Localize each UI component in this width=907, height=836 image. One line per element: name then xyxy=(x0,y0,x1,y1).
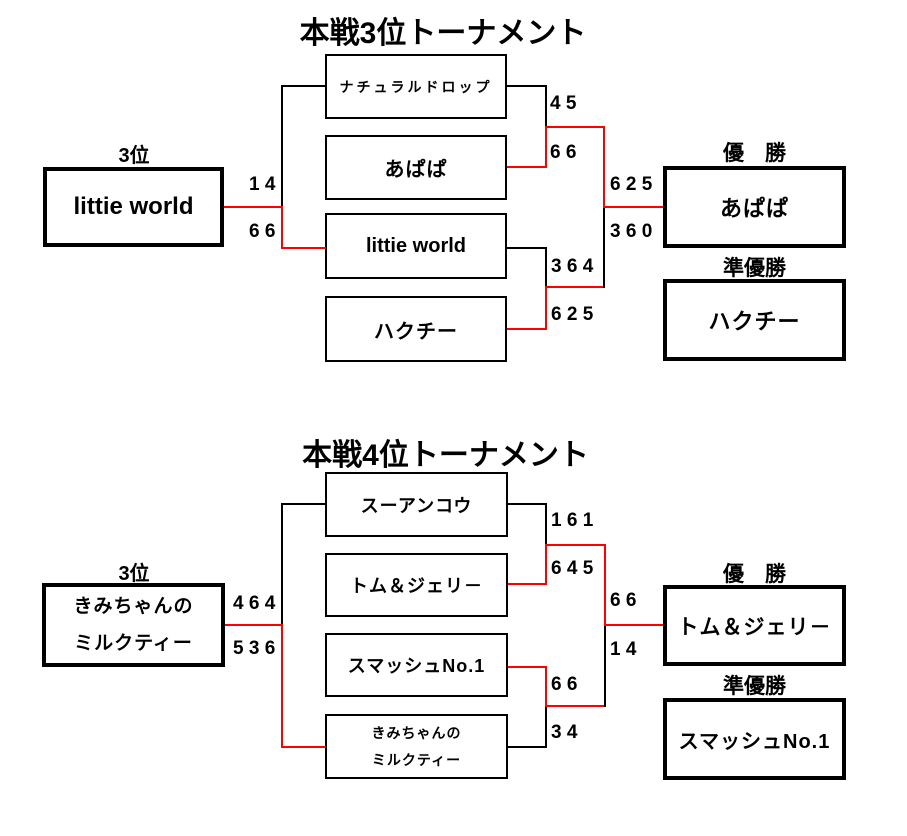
bracket3-slot3-team: littie world xyxy=(366,234,466,257)
bracket4-semi1-winner-segment xyxy=(545,544,547,585)
bracket3-semi2-exit-line xyxy=(545,286,605,288)
bracket3-semi1-bottom-stub xyxy=(507,166,547,168)
bracket3-semi1-exit-line xyxy=(545,126,605,128)
bracket4-semi1-exit-line xyxy=(545,544,606,546)
bracket4-slot1-box: スーアンコウ xyxy=(325,472,508,537)
bracket3-semi2-winner-segment xyxy=(545,286,547,330)
bracket4-semi2-score-bottom: 3 4 xyxy=(551,722,578,743)
bracket3-semi1-score-bottom: 6 6 xyxy=(550,142,577,163)
bracket4-entry-split-black xyxy=(281,503,283,625)
bracket4-seed-score-top: 4 6 4 xyxy=(233,593,276,614)
bracket4-final-score-top: 6 6 xyxy=(610,590,637,611)
bracket4-champion-box: トム＆ジェリ－ xyxy=(663,585,846,666)
bracket4-slot1-team: スーアンコウ xyxy=(360,495,473,516)
bracket3-semi2-score-top: 3 6 4 xyxy=(551,256,594,277)
bracket4-seed-rank-label: 3位 xyxy=(118,563,150,585)
bracket3-runnerup-team: ハクチー xyxy=(708,309,801,334)
bracket3-seed-score-top: 1 4 xyxy=(249,174,276,195)
bracket3-final-score-bottom: 3 6 0 xyxy=(610,221,653,242)
bracket4-slot2-team: トム＆ジェリ－ xyxy=(350,576,483,596)
bracket4-entry-split-red xyxy=(281,624,283,748)
bracket4-champion-label: 優 勝 xyxy=(723,563,786,586)
bracket3-runnerup-label: 準優勝 xyxy=(723,257,786,280)
bracket3-semi2-loser-segment xyxy=(545,247,547,288)
bracket3-final-exit-line xyxy=(603,206,663,208)
bracket4-champion-team: トム＆ジェリ－ xyxy=(677,615,832,639)
bracket3-seed-team-box: littie world xyxy=(43,167,224,247)
bracket4-runnerup-team: スマッシュNo.1 xyxy=(678,730,831,753)
bracket4-semi2-exit-line xyxy=(545,705,606,707)
bracket3-seed-score-bottom: 6 6 xyxy=(249,221,276,242)
bracket4-slot1-entry-line xyxy=(281,503,326,505)
bracket3-slot1-team: ナチュラルドロップ xyxy=(339,78,493,95)
bracket4-semi1-top-stub xyxy=(508,503,547,505)
bracket4-slot4-team: きみちゃんの xyxy=(371,724,462,741)
bracket4-semi1-loser-segment xyxy=(545,503,547,546)
bracket3-seed-out-line xyxy=(224,206,282,208)
bracket3-slot4-team: ハクチー xyxy=(374,320,458,343)
bracket3-semi2-score-bottom: 6 2 5 xyxy=(551,304,594,325)
bracket3-champion-box: あぱぱ xyxy=(663,166,846,248)
bracket3-slot4-box: ハクチー xyxy=(325,296,507,362)
bracket4-final-score-bottom: 1 4 xyxy=(610,639,637,660)
bracket4-semi2-winner-segment xyxy=(545,666,547,707)
bracket4-slot3-entry-line xyxy=(281,746,326,748)
bracket4-semi1-score-bottom: 6 4 5 xyxy=(551,558,594,579)
bracket4-semi2-bottom-stub xyxy=(508,746,547,748)
bracket4-semi1-bottom-stub xyxy=(508,583,547,585)
bracket4-slot3-box: スマッシュNo.1 xyxy=(325,633,508,697)
bracket4-final-winner-segment xyxy=(604,544,606,626)
bracket4-semi1-score-top: 1 6 1 xyxy=(551,510,594,531)
bracket3-slot2-team: あぱぱ xyxy=(384,159,448,181)
bracket3-slot2-box: あぱぱ xyxy=(325,135,507,200)
bracket4-runnerup-box: スマッシュNo.1 xyxy=(663,698,846,780)
bracket4-seed-team-box: きみちゃんのミルクティー xyxy=(42,583,225,667)
bracket4-final-loser-segment xyxy=(604,624,606,707)
bracket3-entry-split-red xyxy=(281,206,283,249)
bracket3-semi1-score-top: 4 5 xyxy=(550,93,577,114)
bracket4-semi2-score-top: 6 6 xyxy=(551,674,578,695)
bracket4-seed-score-bottom: 5 3 6 xyxy=(233,638,276,659)
bracket3-runnerup-box: ハクチー xyxy=(663,279,846,361)
bracket3-slot3-entry-line xyxy=(281,247,326,249)
bracket4-seed-team-name: きみちゃんの xyxy=(73,596,194,617)
bracket4-final-exit-line xyxy=(604,624,663,626)
bracket4-slot4-team-line2: ミルクティー xyxy=(371,751,462,768)
bracket3-seed-team-name: littie world xyxy=(73,193,194,220)
bracket3-champion-label: 優 勝 xyxy=(723,142,786,165)
bracket4-runnerup-label: 準優勝 xyxy=(723,675,786,698)
bracket3-seed-rank-label: 3位 xyxy=(118,145,150,167)
bracket3-semi1-loser-segment xyxy=(545,85,547,128)
bracket4-seed-out-line xyxy=(225,624,282,626)
bracket3-slot1-box: ナチュラルドロップ xyxy=(325,54,507,119)
bracket4-seed-team-name-line2: ミルクティー xyxy=(74,633,193,654)
bracket3-title: 本戦3位トーナメント xyxy=(299,17,587,50)
bracket3-final-score-top: 6 2 5 xyxy=(610,174,653,195)
bracket3-semi1-winner-segment xyxy=(545,126,547,168)
bracket3-semi2-bottom-stub xyxy=(507,328,547,330)
bracket4-slot4-box: きみちゃんのミルクティー xyxy=(325,714,508,779)
bracket3-semi1-top-stub xyxy=(507,85,547,87)
bracket3-slot1-entry-line xyxy=(281,85,326,87)
bracket4-title: 本戦4位トーナメント xyxy=(302,439,589,472)
bracket3-final-winner-segment xyxy=(603,126,605,208)
bracket3-slot3-box: littie world xyxy=(325,213,507,279)
bracket3-final-loser-segment xyxy=(603,206,605,288)
bracket4-slot2-box: トム＆ジェリ－ xyxy=(325,553,508,617)
bracket4-slot3-team: スマッシュNo.1 xyxy=(347,656,486,676)
bracket3-entry-split-black xyxy=(281,85,283,207)
bracket3-champion-team: あぱぱ xyxy=(719,196,789,221)
bracket4-semi2-top-stub xyxy=(508,666,547,668)
bracket3-semi2-top-stub xyxy=(507,247,547,249)
bracket4-semi2-loser-segment xyxy=(545,705,547,748)
